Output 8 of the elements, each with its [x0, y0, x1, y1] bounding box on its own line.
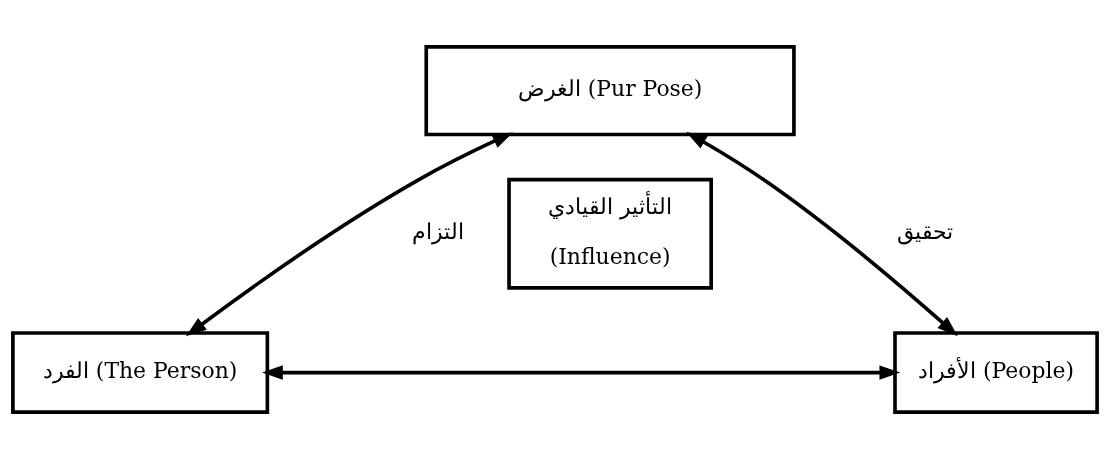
arrow	[185, 132, 514, 337]
arrow	[686, 131, 958, 337]
edge-label: تحقيق	[896, 219, 953, 245]
node-box: الفرد (The Person)	[11, 331, 270, 414]
edge-label: التزام	[411, 219, 464, 245]
node-box: الأفراد (People)	[893, 331, 1099, 414]
arrow	[262, 365, 901, 380]
node-box: الغرض (Pur Pose)	[424, 45, 796, 137]
